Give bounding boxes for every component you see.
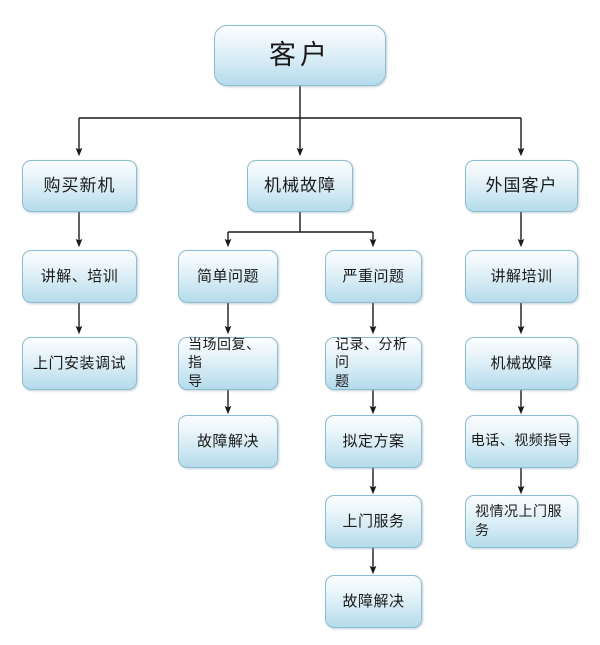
node-mechanical-fault-col4[interactable]: 机械故障 bbox=[465, 337, 578, 390]
node-serious-problem[interactable]: 严重问题 bbox=[325, 250, 422, 303]
node-simple-problem-label: 简单问题 bbox=[196, 266, 259, 285]
node-fault-resolved-col2[interactable]: 故障解决 bbox=[178, 415, 278, 468]
node-customer-label: 客户 bbox=[269, 39, 331, 71]
node-conditional-onsite-service-label: 视情况上门服 务 bbox=[475, 504, 562, 539]
node-draft-plan[interactable]: 拟定方案 bbox=[325, 415, 422, 468]
node-buy-new-machine[interactable]: 购买新机 bbox=[22, 160, 137, 212]
node-record-analyze-problem[interactable]: 记录、分析问 题 bbox=[325, 337, 422, 390]
node-foreign-customer[interactable]: 外国客户 bbox=[465, 160, 578, 212]
node-mechanical-fault-col4-label: 机械故障 bbox=[490, 353, 553, 372]
node-serious-problem-label: 严重问题 bbox=[342, 266, 405, 285]
node-onsite-reply-guidance-label: 当场回复、指 导 bbox=[188, 337, 261, 390]
node-customer[interactable]: 客户 bbox=[214, 25, 386, 86]
node-fault-resolved-col3-label: 故障解决 bbox=[342, 591, 405, 610]
node-explain-training-label: 讲解、培训 bbox=[40, 266, 119, 285]
node-simple-problem[interactable]: 简单问题 bbox=[178, 250, 278, 303]
node-fault-resolved-col3[interactable]: 故障解决 bbox=[325, 575, 422, 628]
node-mechanical-fault[interactable]: 机械故障 bbox=[247, 160, 353, 212]
node-onsite-install-debug[interactable]: 上门安装调试 bbox=[22, 337, 137, 390]
node-fault-resolved-col2-label: 故障解决 bbox=[196, 431, 259, 450]
node-onsite-service[interactable]: 上门服务 bbox=[325, 495, 422, 548]
node-phone-video-guidance[interactable]: 电话、视频指导 bbox=[465, 415, 578, 468]
node-mechanical-fault-label: 机械故障 bbox=[264, 175, 336, 196]
node-foreign-customer-label: 外国客户 bbox=[485, 175, 558, 196]
node-onsite-service-label: 上门服务 bbox=[342, 511, 405, 530]
node-draft-plan-label: 拟定方案 bbox=[342, 431, 405, 450]
node-onsite-reply-guidance[interactable]: 当场回复、指 导 bbox=[178, 337, 278, 390]
node-explain-training-col4[interactable]: 讲解培训 bbox=[465, 250, 578, 303]
node-buy-new-machine-label: 购买新机 bbox=[43, 175, 116, 196]
node-phone-video-guidance-label: 电话、视频指导 bbox=[470, 433, 573, 450]
node-onsite-install-debug-label: 上门安装调试 bbox=[32, 353, 126, 372]
node-explain-training[interactable]: 讲解、培训 bbox=[22, 250, 137, 303]
node-explain-training-col4-label: 讲解培训 bbox=[490, 266, 553, 285]
node-record-analyze-problem-label: 记录、分析问 题 bbox=[335, 337, 408, 390]
node-conditional-onsite-service[interactable]: 视情况上门服 务 bbox=[465, 495, 578, 548]
